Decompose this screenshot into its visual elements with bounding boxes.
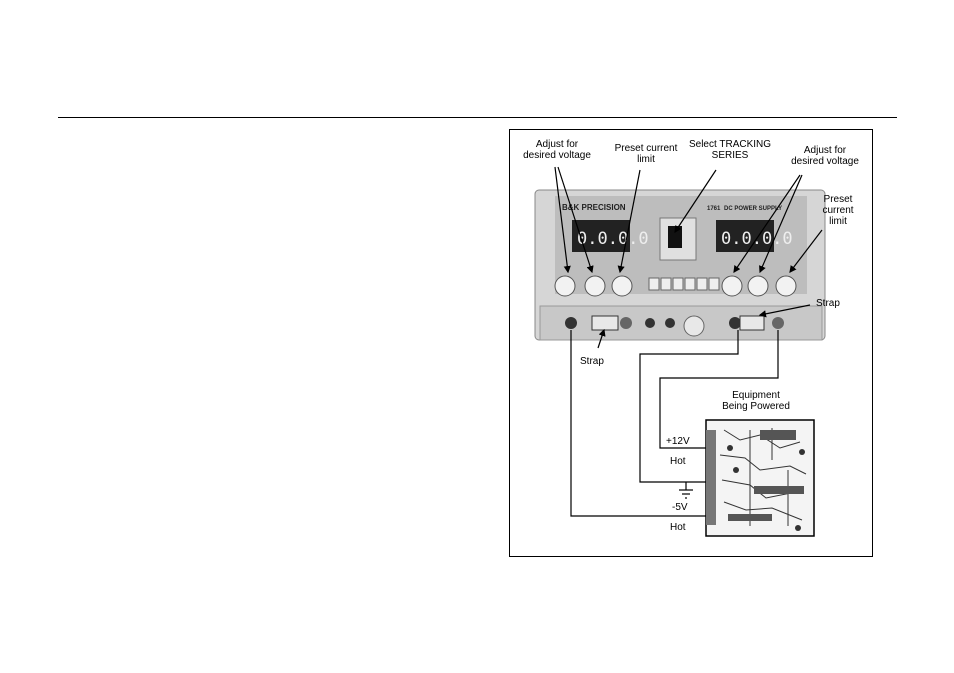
label-strap-right: Strap xyxy=(816,298,840,309)
strap-left-bar xyxy=(591,315,619,331)
device-title: DC POWER SUPPLY xyxy=(724,206,782,212)
left-display xyxy=(572,220,630,252)
label-select-tracking: Select TRACKING SERIES xyxy=(688,139,772,161)
label-adjust-voltage-right: Adjust for desired voltage xyxy=(791,145,859,167)
left-display-value: 0.0.0.0 xyxy=(577,229,649,249)
label-minus5v: -5V xyxy=(672,502,688,513)
right-display xyxy=(716,220,774,252)
terminal-right-negative xyxy=(729,317,741,329)
label-strap-left: Strap xyxy=(580,356,604,367)
tracking-switch-panel xyxy=(659,217,697,261)
label-preset-current-left: Preset current limit xyxy=(614,143,678,165)
label-adjust-voltage-left: Adjust for desired voltage xyxy=(523,139,591,161)
voltage-fine-knob-left xyxy=(584,275,606,297)
power-supply-figure: B&K PRECISION 1761 DC POWER SUPPLY 0.0.0… xyxy=(509,129,873,557)
header-rule xyxy=(58,117,897,118)
power-button xyxy=(683,315,705,337)
current-knob-left xyxy=(611,275,633,297)
label-plus12v: +12V xyxy=(666,436,690,447)
label-equipment: Equipment Being Powered xyxy=(722,390,790,412)
power-supply-unit: B&K PRECISION 1761 DC POWER SUPPLY 0.0.0… xyxy=(534,189,826,341)
terminal-left-negative xyxy=(565,317,577,329)
brand-logo: B&K PRECISION xyxy=(562,203,626,212)
tracking-switch xyxy=(668,226,682,248)
circuit-board xyxy=(705,419,815,537)
voltage-fine-knob-right xyxy=(747,275,769,297)
label-preset-current-right: Preset current limit xyxy=(822,194,854,227)
strap-right-bar xyxy=(739,315,765,331)
model-number: 1761 xyxy=(707,206,721,212)
voltage-knob-left xyxy=(554,275,576,297)
figure-illustration: B&K PRECISION 1761 DC POWER SUPPLY 0.0.0… xyxy=(534,166,826,537)
current-knob-right xyxy=(775,275,797,297)
label-hot-top: Hot xyxy=(670,456,686,467)
voltage-knob-right xyxy=(721,275,743,297)
terminal-right-positive xyxy=(772,317,784,329)
label-hot-bottom: Hot xyxy=(670,522,686,533)
